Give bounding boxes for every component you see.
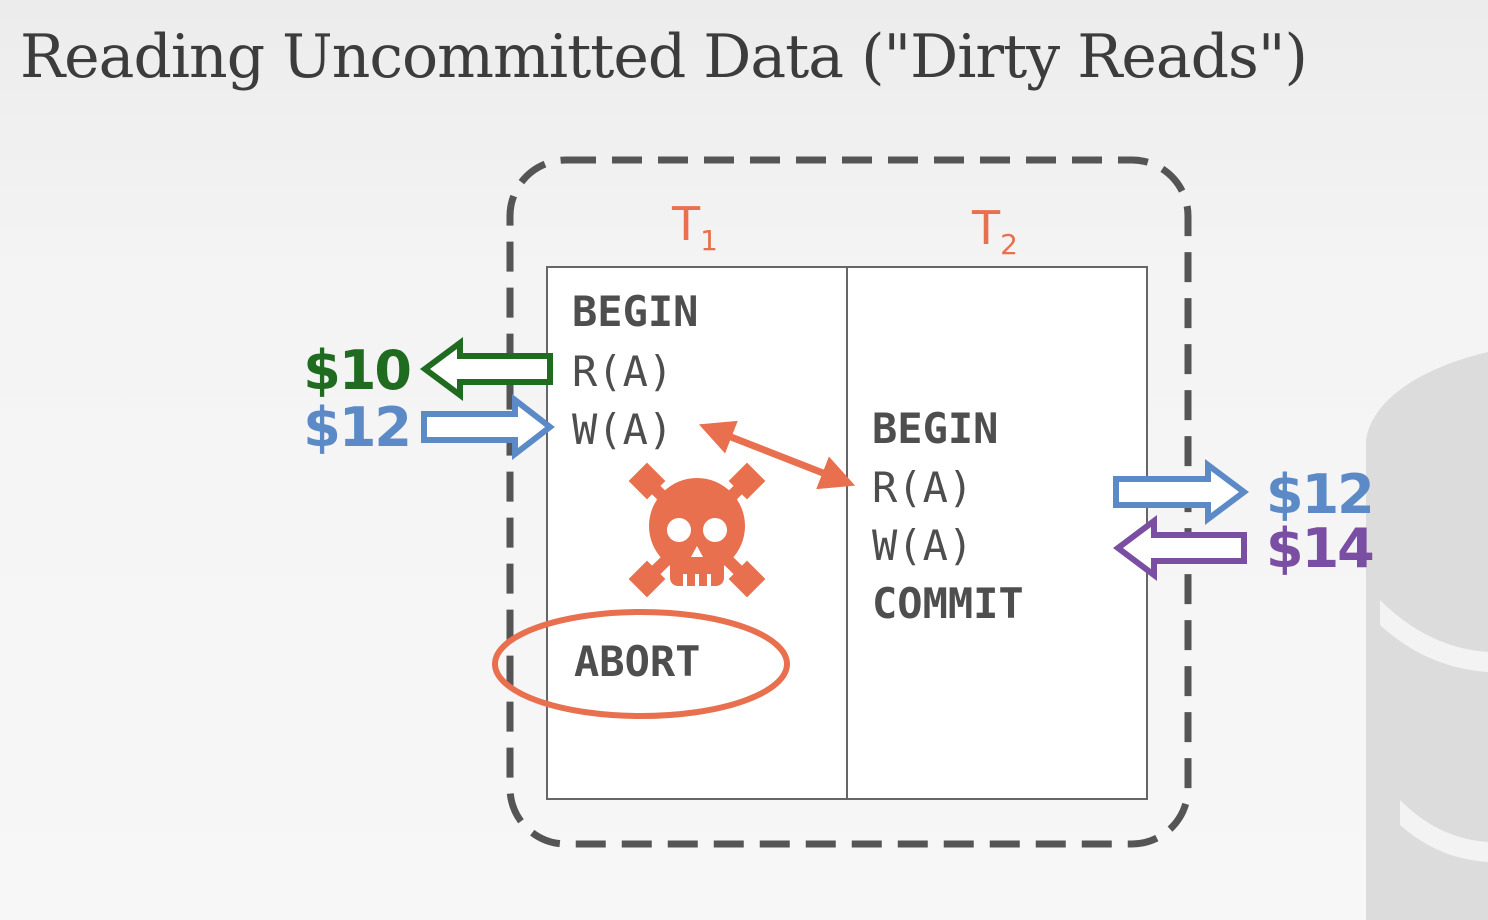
t1-op-abort: ABORT [574,637,700,686]
t2-read-arrow-icon [1113,459,1249,525]
double-arrow-icon [698,420,856,490]
t1-op-write: W(A) [572,405,673,454]
database-icon [1366,352,1488,920]
t1-op-read: R(A) [572,347,673,396]
t2-read-value: $12 [1266,463,1373,526]
t2-op-read: R(A) [872,463,973,512]
skull-crossbones-icon [628,462,766,598]
t1-write-arrow-icon [421,393,555,461]
t2-op-write: W(A) [872,521,973,570]
t1-read-arrow-icon [419,337,553,401]
t2-header: T2 [971,201,1018,261]
t1-op-begin: BEGIN [572,287,698,336]
t2-op-begin: BEGIN [872,404,998,453]
t2-op-commit: COMMIT [872,579,1024,628]
t1-header: T1 [671,197,718,257]
t2-write-arrow-icon [1113,515,1247,581]
slide-title: Reading Uncommitted Data ("Dirty Reads") [20,22,1308,92]
abort-highlight [492,609,790,719]
t1-read-value: $10 [303,339,410,402]
t1-write-value: $12 [303,396,410,459]
t2-write-value: $14 [1266,517,1373,580]
